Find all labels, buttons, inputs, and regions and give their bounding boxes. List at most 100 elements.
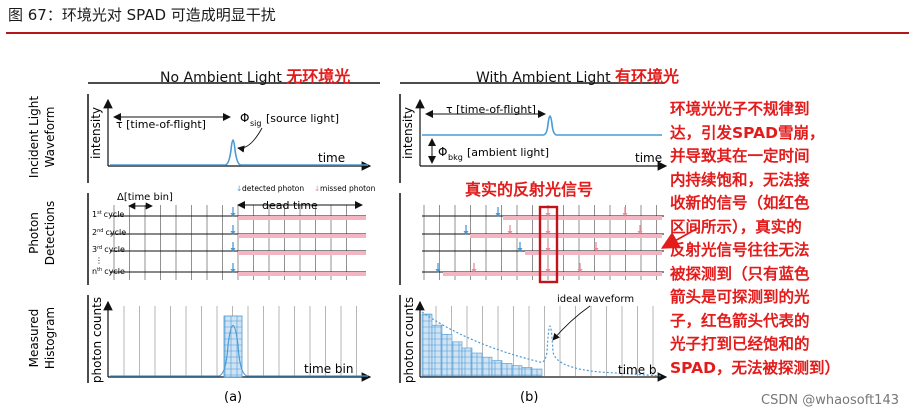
panel-a-sig-text: [source light]	[266, 112, 339, 125]
dead-time-band	[238, 251, 366, 255]
panel-a-header-en: No Ambient Light	[160, 70, 282, 86]
panel-a-histogram-peak	[223, 315, 243, 378]
dead-time-band	[525, 251, 662, 255]
panel-a-caption: (a)	[224, 390, 242, 405]
row-label-histogram-1: Measured	[27, 309, 41, 368]
panel-b-bkg-sub: bkg	[448, 153, 463, 162]
detected-photon-arrow-head	[230, 248, 236, 252]
missed-photon-arrow-head	[637, 231, 643, 235]
annotation-line: 被探测到（只有蓝色	[670, 264, 810, 283]
histogram-bar	[421, 313, 433, 377]
missed-photon-arrow-head	[593, 248, 599, 252]
panel-a-waveform: intensity τ [time-of-flight] Φ sig [sour…	[89, 98, 372, 171]
histogram-bar	[491, 360, 503, 377]
histogram-bar	[511, 365, 523, 377]
panel-b-tof-label: τ [time-of-flight]	[446, 103, 536, 116]
missed-photon-arrow-head	[622, 213, 628, 217]
panel-b-header: With Ambient Light 有环境光	[476, 63, 679, 87]
row-label-detections-2: Detections	[43, 201, 57, 266]
detected-photon-arrow-head	[230, 231, 236, 235]
panel-a-dead-time: dead time	[262, 199, 318, 212]
dead-time-band	[238, 272, 366, 276]
panel-b-bkg-text: [ambient light]	[467, 146, 549, 159]
dead-time-band	[470, 234, 662, 238]
annotation-line: 箭头是可探测到的光	[670, 288, 810, 306]
missed-photon-arrow-head	[471, 269, 477, 273]
panel-b-time-label: time	[635, 151, 662, 165]
detected-photon-arrow-head	[495, 213, 501, 217]
annotation-pointer-arrow	[660, 227, 699, 249]
missed-photon-arrow-head	[545, 213, 551, 217]
histogram-bar	[431, 324, 443, 377]
cycle-dots: ⋮	[95, 256, 103, 265]
histogram-bar	[521, 367, 533, 377]
legend-missed-text: missed photon	[320, 184, 376, 193]
annotation-text: 环境光光子不规律到 达，引发SPAD雪崩， 并导致其在一定时间 内持续饱和，无法…	[670, 98, 910, 380]
panel-b-header-cn: 有环境光	[615, 67, 680, 86]
panel-b-detections	[422, 205, 664, 280]
row-label-detections: Photon Detections	[27, 201, 57, 266]
annotation-line: 收新的信号（如红色	[670, 194, 810, 212]
row-label-histogram-2: Histogram	[43, 307, 57, 369]
annotation-line: 光子打到已经饱和的	[670, 335, 810, 353]
detected-photon-arrow-head	[435, 269, 441, 273]
histogram-bar	[441, 334, 453, 377]
panel-a-header: No Ambient Light 无环境光	[160, 63, 350, 87]
panel-a-intensity-label: intensity	[89, 107, 103, 159]
true-signal-label: 真实的反射光信号	[465, 180, 594, 199]
panel-b-intensity-label: intensity	[401, 107, 415, 159]
row-label-incident-2: Waveform	[43, 107, 57, 168]
missed-photon-arrow-head	[577, 269, 583, 273]
panel-b-ideal-curve	[421, 311, 663, 377]
true-signal-box	[538, 205, 559, 284]
missed-photon-arrow-head	[545, 231, 551, 235]
panel-a-detections	[110, 201, 366, 280]
annotation-line: 反射光信号往往无法	[670, 241, 810, 259]
missed-photon-arrow-head	[507, 231, 513, 235]
panel-a-detection-labels: Δ[time bin] dead time ↓ detected photon …	[92, 184, 376, 276]
detected-photon-arrow-head	[463, 231, 469, 235]
panel-a-timebin-label: Δ[time bin]	[117, 192, 173, 203]
panel-a-histogram: photon counts time bin	[90, 297, 372, 383]
annotation-line: 环境光光子不规律到	[670, 100, 810, 118]
histogram-bar	[461, 347, 473, 377]
dead-time-band	[238, 234, 366, 238]
panel-b-waveform: intensity τ [time-of-flight] Φ bkg [ambi…	[401, 98, 668, 171]
annotation-line: 子，红色箭头代表的	[670, 311, 810, 330]
panel-b-header-en: With Ambient Light	[476, 70, 611, 86]
legend-detected-arrow: ↓	[236, 184, 242, 193]
panel-a-sig-symbol: Φ	[240, 111, 249, 125]
panel-a-time-bin-label: time bin	[304, 362, 353, 376]
panel-a-pulse	[110, 139, 368, 166]
annotation-line: 达，引发SPAD雪崩，	[670, 123, 825, 142]
panel-b-time-bin-label: time b	[618, 363, 657, 377]
histogram-bar	[531, 368, 543, 377]
watermark: CSDN @whaosoft143	[761, 393, 899, 408]
dead-time-band	[503, 216, 662, 220]
missed-photon-arrow-head	[545, 248, 551, 252]
panel-a-tof-label: τ [time-of-flight]	[116, 118, 206, 131]
row-label-incident: Incident Light Waveform	[27, 96, 57, 178]
panel-a-header-cn: 无环境光	[286, 67, 351, 86]
histogram-bar	[471, 352, 483, 377]
dead-time-band	[238, 216, 366, 220]
panel-b-caption: (b)	[520, 390, 538, 405]
panel-a-time-label: time	[318, 151, 345, 165]
annotation-line: 内持续饱和，无法接	[670, 170, 810, 189]
annotation-line: 并导致其在一定时间	[670, 147, 810, 165]
histogram-bar	[501, 363, 513, 377]
dead-time-band	[443, 272, 662, 276]
panel-b-photon-counts-label: photon counts	[402, 297, 416, 383]
panel-b-bkg-symbol: Φ	[438, 145, 447, 159]
legend-missed-arrow: ↓	[314, 184, 320, 193]
panel-a-photon-counts-label: photon counts	[90, 297, 104, 383]
row-label-incident-1: Incident Light	[27, 96, 41, 178]
row-label-histogram: Measured Histogram	[27, 307, 57, 369]
missed-photon-arrow-head	[545, 269, 551, 273]
detected-photon-arrow-head	[230, 213, 236, 217]
panel-b-pulse	[422, 115, 662, 136]
